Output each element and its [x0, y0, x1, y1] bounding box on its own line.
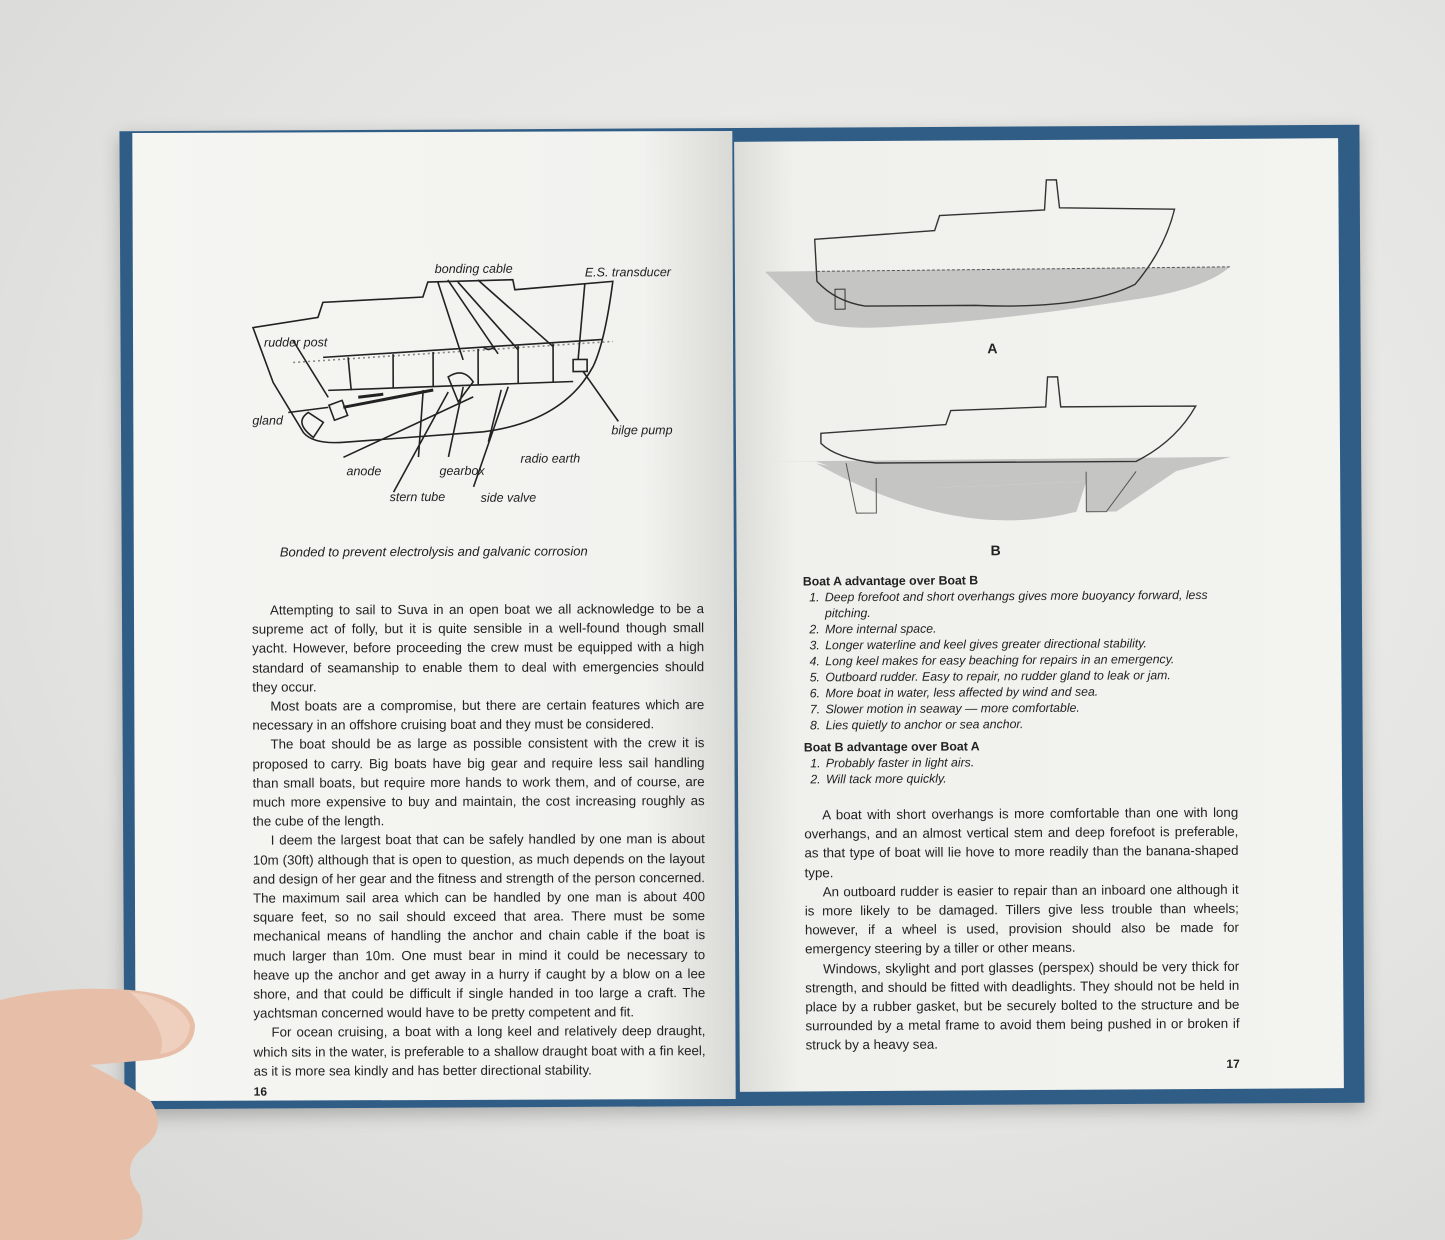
- boat-b-label: B: [990, 542, 1001, 559]
- paragraph: I deem the largest boat that can be safe…: [252, 831, 706, 1021]
- label-rudder-post: rudder post: [264, 335, 328, 350]
- diagram-caption: Bonded to prevent electrolysis and galva…: [279, 543, 588, 560]
- right-page: A B Boat A advantage over Boat B Deep fo…: [734, 138, 1344, 1092]
- label-bilge-pump: bilge pump: [611, 423, 673, 438]
- paragraph: For ocean cruising, a boat with a long k…: [253, 1023, 706, 1079]
- label-side-valve: side valve: [480, 490, 537, 505]
- right-text-column: Boat A advantage over Boat B Deep forefo…: [803, 571, 1240, 1073]
- paragraph: Windows, skylight and port glasses (pers…: [805, 958, 1240, 1053]
- paragraph: Attempting to sail to Suva in an open bo…: [252, 601, 705, 695]
- paragraph: An outboard rudder is easier to repair t…: [804, 881, 1239, 957]
- paragraph: The boat should be as large as possible …: [252, 735, 705, 829]
- boat-b-illustration: [766, 376, 1232, 521]
- page-number: 16: [253, 1084, 268, 1099]
- left-page: bonding cable E.S. transducer rudder pos…: [132, 130, 736, 1102]
- hand: [0, 988, 195, 1240]
- page-number: 17: [1226, 1056, 1240, 1071]
- right-body-text: A boat with short overhangs is more comf…: [804, 803, 1240, 1055]
- label-bonding-cable: bonding cable: [434, 261, 513, 276]
- list-item: Will tack more quickly.: [824, 769, 1238, 788]
- boat-a-illustration: [764, 179, 1230, 328]
- label-gearbox: gearbox: [439, 463, 485, 478]
- label-stern-tube: stern tube: [389, 489, 446, 505]
- label-radio-earth: radio earth: [520, 451, 581, 466]
- label-gland: gland: [252, 413, 283, 428]
- label-es-transducer: E.S. transducer: [584, 265, 671, 280]
- left-body-text: Attempting to sail to Suva in an open bo…: [252, 599, 706, 1081]
- bonding-diagram: [251, 278, 619, 493]
- list-b: Probably faster in light airs. Will tack…: [804, 753, 1238, 788]
- comparison-lists: Boat A advantage over Boat B Deep forefo…: [803, 571, 1238, 788]
- paragraph: Most boats are a compromise, but there a…: [252, 697, 705, 733]
- list-item: Deep forefoot and short overhangs gives …: [823, 587, 1237, 622]
- list-item: Lies quietly to anchor or sea anchor.: [824, 715, 1238, 734]
- boat-a-label: A: [987, 340, 998, 357]
- list-a: Deep forefoot and short overhangs gives …: [803, 587, 1238, 734]
- paragraph: A boat with short overhangs is more comf…: [804, 804, 1239, 881]
- left-text-column: Attempting to sail to Suva in an open bo…: [252, 599, 706, 1099]
- label-anode: anode: [346, 464, 382, 479]
